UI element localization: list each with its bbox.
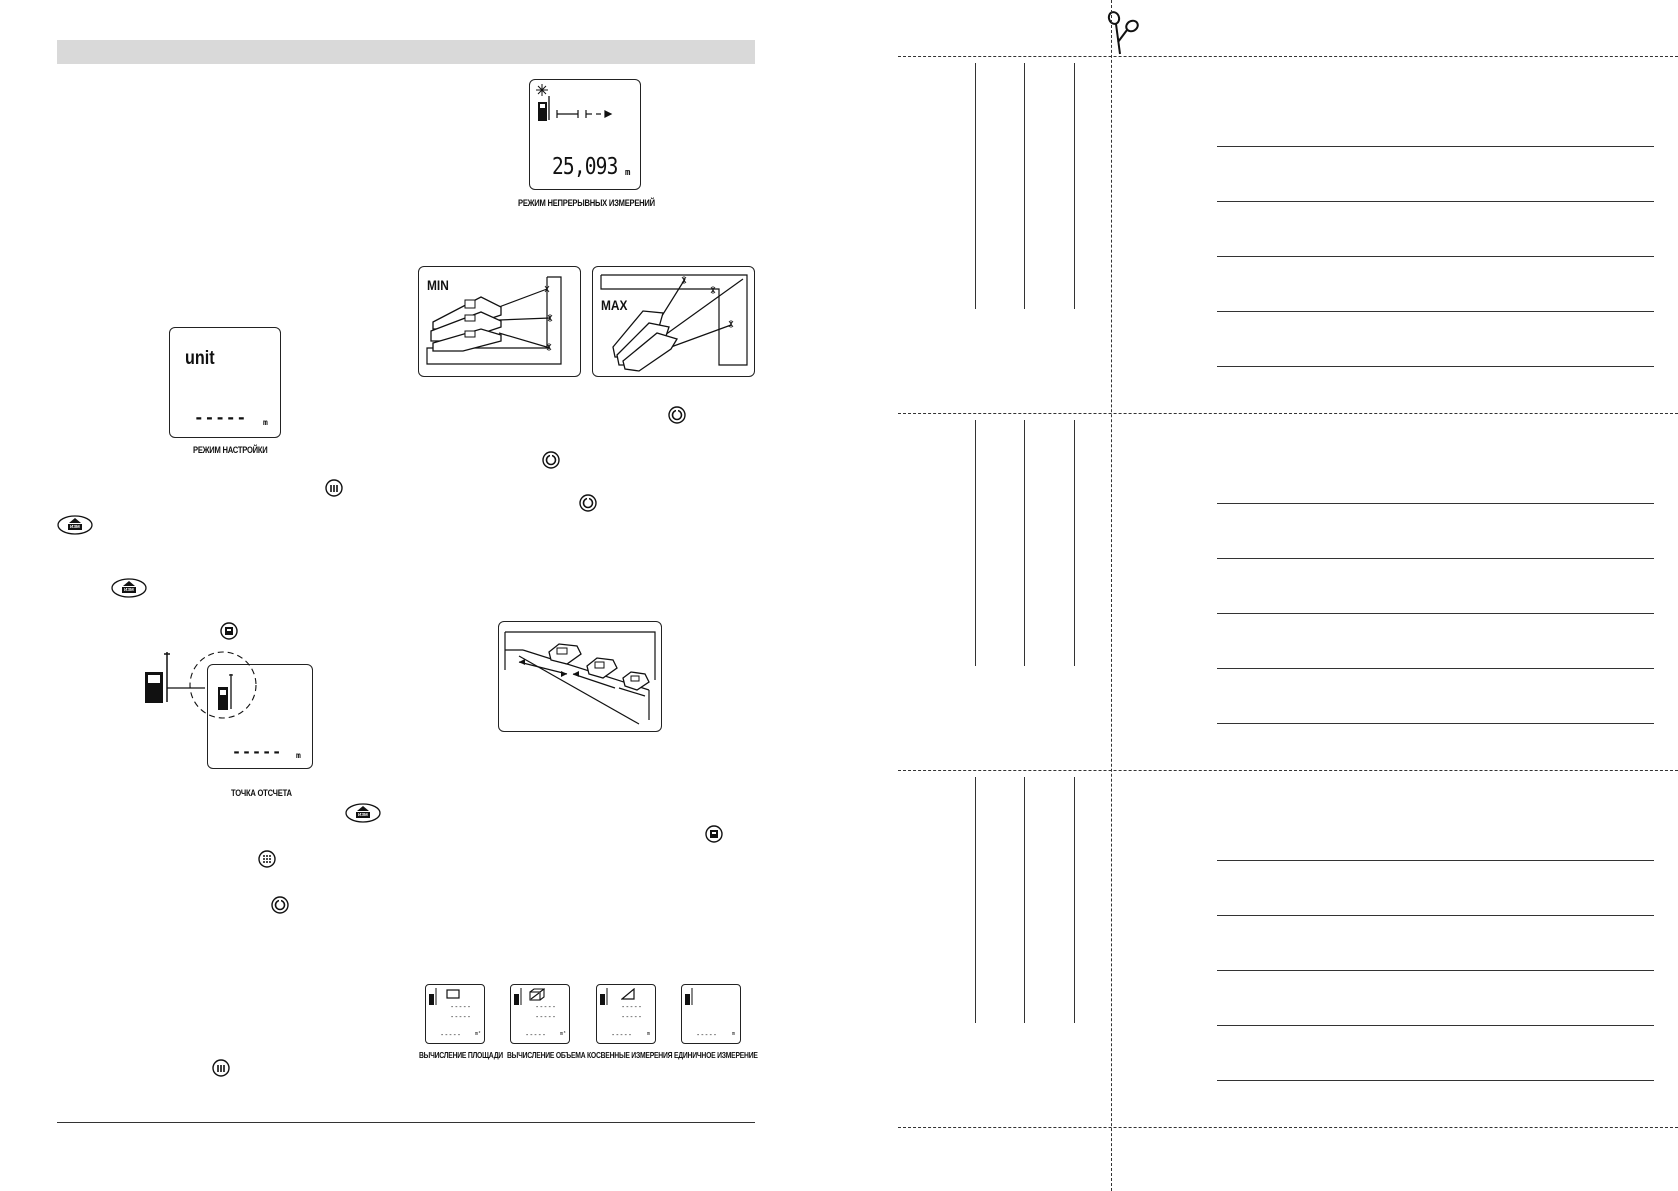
device-side-icon xyxy=(145,652,205,703)
column-rule xyxy=(975,777,976,1023)
entry-line xyxy=(1217,1080,1654,1081)
highlight-circle xyxy=(189,651,257,719)
max-illustration xyxy=(600,274,748,372)
header-bar xyxy=(57,40,755,64)
entry-line xyxy=(1217,613,1654,614)
device-reference-icon xyxy=(429,988,437,1005)
entry-line xyxy=(1217,1025,1654,1026)
function-button-icon xyxy=(325,479,343,497)
continuous-mode-caption: РЕЖИМ НЕПРЕРЫВНЫХ ИЗМЕРЕНИЙ xyxy=(518,198,655,209)
entry-line xyxy=(1217,503,1654,504)
setup-unit: m xyxy=(263,418,268,427)
entry-line xyxy=(1217,146,1654,147)
reference-button-icon xyxy=(220,622,238,640)
entry-line xyxy=(1217,970,1654,971)
function-button-icon xyxy=(212,1059,230,1077)
area-mode-caption: ВЫЧИСЛЕНИЕ ПЛОЩАДИ xyxy=(419,1050,503,1060)
device-reference-icon xyxy=(538,96,550,121)
entry-line xyxy=(1217,311,1654,312)
entry-line xyxy=(1217,860,1654,861)
single-mode-caption: ЕДИНИЧНОЕ ИЗМЕРЕНИЕ xyxy=(674,1050,758,1060)
entry-line xyxy=(1217,723,1654,724)
entry-line xyxy=(1217,558,1654,559)
continuous-illustration xyxy=(504,631,656,725)
min-label: MIN xyxy=(427,277,449,293)
indirect-mode-display: ----- ----- ----- m xyxy=(596,984,656,1044)
column-rule xyxy=(1074,420,1075,666)
power-button-icon xyxy=(668,406,686,424)
column-rule xyxy=(1024,420,1025,666)
column-rule xyxy=(1024,777,1025,1023)
max-diagram: MAX xyxy=(592,266,755,377)
power-button-icon xyxy=(271,896,289,914)
indirect-mode-caption: КОСВЕННЫЕ ИЗМЕРЕНИЯ xyxy=(587,1050,673,1060)
reference-dashes: ----- xyxy=(232,743,283,761)
measure-button-icon: ИЗМ xyxy=(111,578,147,598)
volume-mode-display: ----- ----- ----- m³ xyxy=(510,984,570,1044)
setup-dashes: ----- xyxy=(194,408,248,427)
area-mode-display: ----- ----- ----- m² xyxy=(425,984,485,1044)
keypad-button-icon xyxy=(258,850,276,868)
laser-icon xyxy=(536,84,548,96)
setup-unit-word: unit xyxy=(185,348,215,369)
min-illustration xyxy=(426,276,562,365)
reference-point-caption: ТОЧКА ОТСЧЕТА xyxy=(231,788,292,799)
continuous-arrow-icon xyxy=(556,110,613,118)
single-mode-display: ----- m xyxy=(681,984,741,1044)
column-rule xyxy=(975,63,976,309)
cut-line-horizontal xyxy=(898,413,1678,414)
continuous-unit: m xyxy=(625,168,631,178)
column-rule xyxy=(1074,63,1075,309)
entry-line xyxy=(1217,366,1654,367)
power-button-icon xyxy=(542,451,560,469)
continuous-mode-display: 25,093 m xyxy=(529,79,641,190)
cube-icon xyxy=(529,988,545,1001)
device-reference-icon xyxy=(218,674,233,710)
reference-unit: m xyxy=(296,751,301,760)
rectangle-icon xyxy=(446,989,460,999)
cut-line-horizontal xyxy=(898,56,1678,57)
column-rule xyxy=(1024,63,1025,309)
device-reference-icon xyxy=(600,988,608,1005)
entry-line xyxy=(1217,256,1654,257)
device-reference-icon xyxy=(514,988,522,1005)
cut-line-vertical xyxy=(1111,0,1112,1191)
continuous-diagram xyxy=(498,621,662,732)
setup-mode-caption: РЕЖИМ НАСТРОЙКИ xyxy=(193,445,268,456)
reference-point-display: ----- m xyxy=(207,664,313,769)
power-button-icon xyxy=(579,494,597,512)
triangle-icon xyxy=(621,988,635,1000)
cut-line-horizontal xyxy=(898,1127,1678,1128)
max-label: MAX xyxy=(601,297,628,313)
cut-line-horizontal xyxy=(898,770,1678,771)
continuous-value: 25,093 xyxy=(552,154,618,180)
measure-button-icon: ИЗМ xyxy=(57,515,93,535)
device-reference-icon xyxy=(685,988,693,1005)
entry-line xyxy=(1217,201,1654,202)
column-rule xyxy=(1074,777,1075,1023)
setup-mode-display: unit ----- m xyxy=(169,327,281,438)
measure-button-icon: ИЗМ xyxy=(345,803,381,823)
column-rule xyxy=(975,420,976,666)
memory-button-icon xyxy=(705,825,723,843)
volume-mode-caption: ВЫЧИСЛЕНИЕ ОБЪЕМА xyxy=(507,1050,586,1060)
entry-line xyxy=(1217,668,1654,669)
min-diagram: MIN xyxy=(418,266,581,377)
footer-rule xyxy=(57,1122,755,1123)
entry-line xyxy=(1217,915,1654,916)
